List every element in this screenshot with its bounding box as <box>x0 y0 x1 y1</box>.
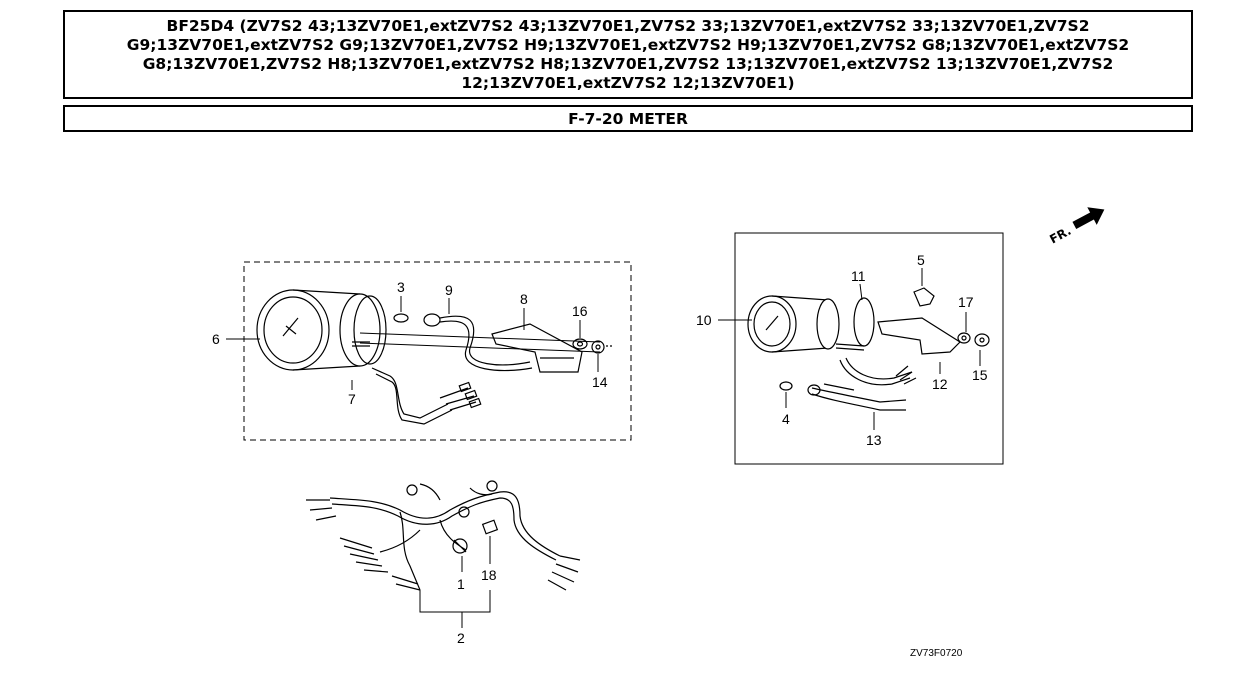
callout-13: 13 <box>866 432 882 448</box>
callout-4: 4 <box>782 411 790 427</box>
callout-12: 12 <box>932 376 948 392</box>
callout-2: 2 <box>457 630 465 646</box>
callout-7: 7 <box>348 391 356 407</box>
front-marker-label: FR. <box>1047 224 1073 247</box>
callout-8: 8 <box>520 291 528 307</box>
callout-16: 16 <box>572 303 588 319</box>
callout-6: 6 <box>212 331 220 347</box>
right-group-box <box>734 232 1004 465</box>
callout-10: 10 <box>696 312 712 328</box>
callout-11: 11 <box>851 268 866 284</box>
callout-18: 18 <box>481 567 497 583</box>
wire-harness <box>306 480 581 591</box>
callout-labels: 1 2 3 4 5 6 7 8 9 10 11 12 13 14 15 16 1… <box>212 252 988 646</box>
model-title: BF25D4 (ZV7S2 43;13ZV70E1,extZV7S2 43;13… <box>126 16 1130 92</box>
callout-3: 3 <box>397 279 405 295</box>
front-direction-marker: FR. <box>1047 207 1105 247</box>
leader-lines <box>226 268 981 628</box>
callout-9: 9 <box>445 282 453 298</box>
callout-14: 14 <box>592 374 608 390</box>
left-group-box <box>243 261 632 441</box>
front-arrow-icon <box>1072 207 1105 229</box>
section-title: F-7-20 METER <box>568 109 688 128</box>
callout-15: 15 <box>972 367 988 383</box>
callout-1: 1 <box>457 576 465 592</box>
section-title-box: F-7-20 METER <box>63 105 1193 132</box>
meter-assembly-large <box>256 289 614 425</box>
callout-17: 17 <box>958 294 974 310</box>
callout-5: 5 <box>917 252 925 268</box>
model-title-box: BF25D4 (ZV7S2 43;13ZV70E1,extZV7S2 43;13… <box>63 10 1193 99</box>
meter-assembly-small <box>747 287 990 411</box>
drawing-code: ZV73F0720 <box>910 648 963 659</box>
